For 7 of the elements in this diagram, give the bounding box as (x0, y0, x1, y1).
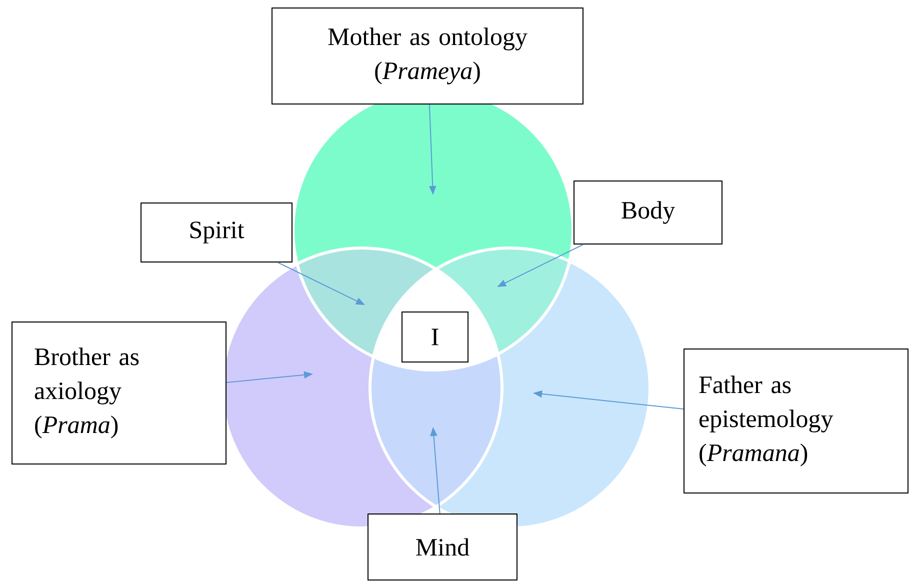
label-box: Body (574, 180, 722, 244)
label-box: Mind (368, 514, 518, 580)
label-box: Spirit (140, 202, 292, 262)
label-box: I (402, 312, 468, 362)
label-box: Mother as ontology (Prameya) (272, 8, 584, 104)
label-box: Brother as axiology (Prama) (12, 322, 226, 464)
label-box: Father as epistemology (Pramana) (684, 348, 908, 494)
